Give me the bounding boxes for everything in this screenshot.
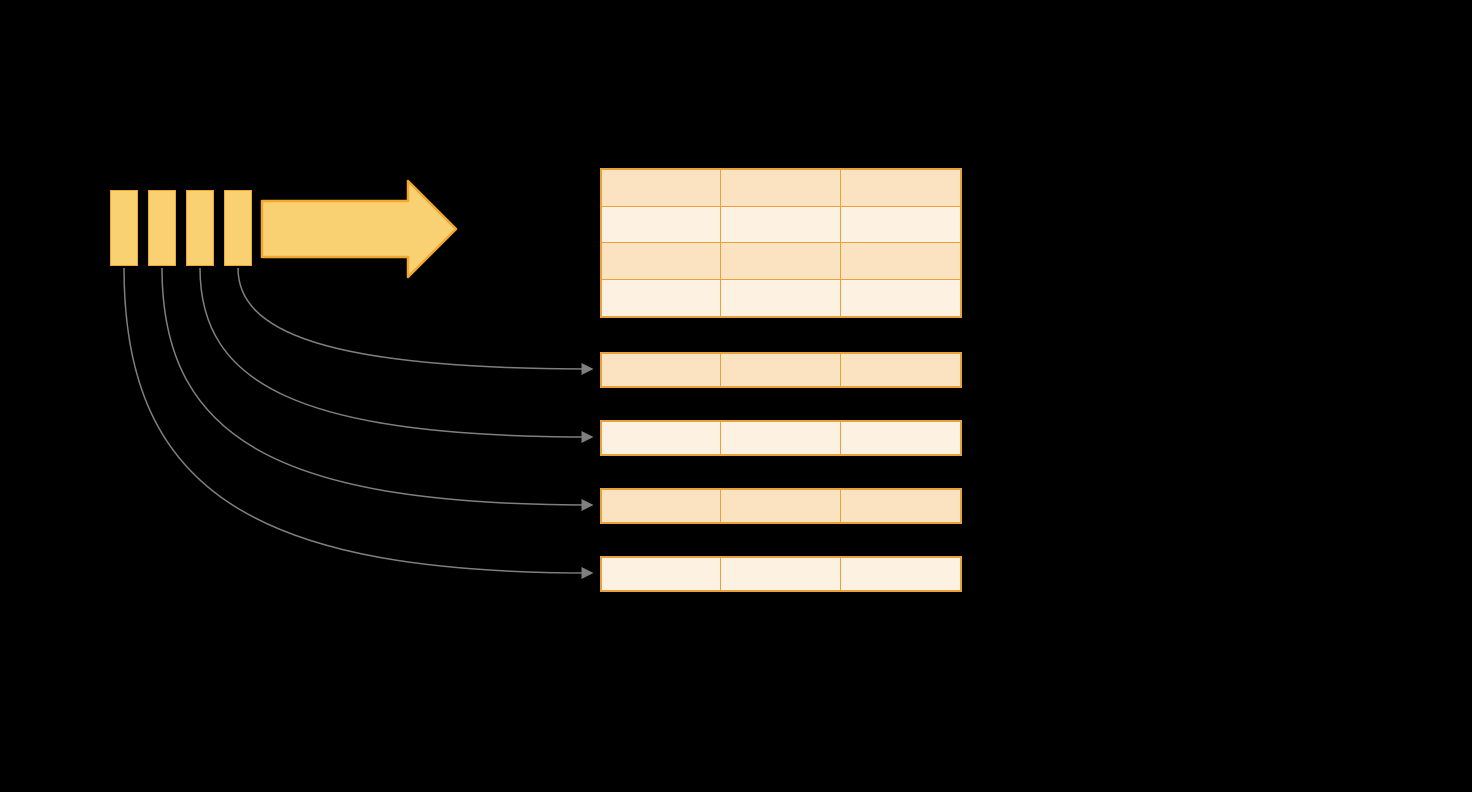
table-cell: [841, 170, 960, 206]
table-cell: [721, 279, 841, 316]
row-table-3: [600, 488, 962, 524]
table-cell: [721, 354, 841, 386]
table-cell: [721, 243, 841, 279]
table-cell: [721, 206, 841, 242]
connector-segment1-to-rowtable4: [123, 267, 594, 579]
stream-segment-2: [148, 190, 176, 266]
table-cell: [841, 422, 960, 454]
table-cell: [721, 558, 841, 590]
connector-segment2-to-rowtable3: [161, 267, 594, 511]
table-cell: [841, 243, 960, 279]
table-cell: [602, 422, 722, 454]
row-table-1: [600, 352, 962, 388]
stream-segment-3: [186, 190, 214, 266]
stream-segment-1: [110, 190, 138, 266]
table-cell: [602, 490, 722, 522]
table-row: [602, 170, 960, 207]
table-row: [602, 243, 960, 280]
row-table-2: [600, 420, 962, 456]
table-cell: [602, 170, 722, 206]
table-cell: [841, 280, 960, 317]
table-cell: [602, 243, 722, 279]
table-cell: [602, 558, 722, 590]
connector-segment4-to-rowtable1: [237, 267, 594, 375]
table-row: [602, 206, 960, 243]
stream-segment-4: [224, 190, 252, 266]
main-table: [600, 168, 962, 318]
connector-segment3-to-rowtable2: [199, 267, 594, 443]
table-cell: [841, 354, 960, 386]
table-row: [602, 279, 960, 317]
table-cell: [602, 206, 722, 242]
row-table-4: [600, 556, 962, 592]
table-cell: [841, 558, 960, 590]
table-cell: [721, 170, 841, 206]
table-cell: [602, 354, 722, 386]
table-cell: [602, 279, 722, 316]
table-cell: [841, 490, 960, 522]
table-cell: [841, 207, 960, 243]
flow-arrow-icon: [260, 179, 458, 279]
table-cell: [721, 490, 841, 522]
table-cell: [721, 422, 841, 454]
